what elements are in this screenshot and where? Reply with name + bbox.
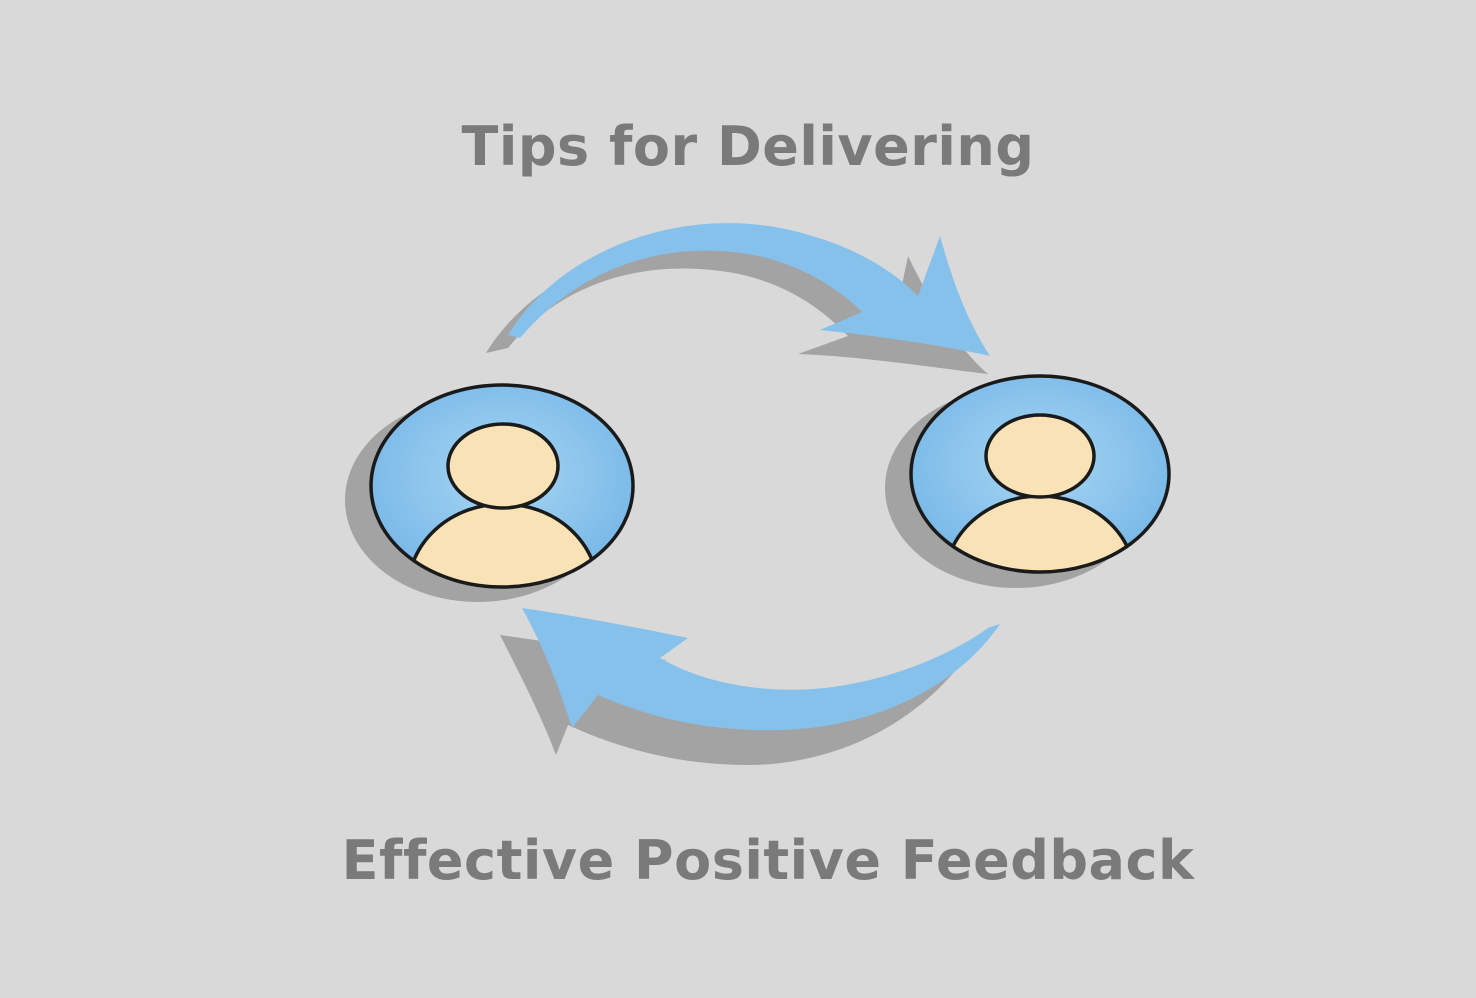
cycle-arrow-icon <box>508 223 990 356</box>
person-avatar-icon <box>369 383 635 589</box>
title-line-2: Effective Positive Feedback <box>341 829 1195 892</box>
title-line-1: Tips for Delivering <box>461 115 1035 178</box>
cycle-arrow-icon <box>522 608 1000 731</box>
top-arrow-shadow <box>486 241 988 374</box>
person-avatar-icon <box>909 374 1171 574</box>
